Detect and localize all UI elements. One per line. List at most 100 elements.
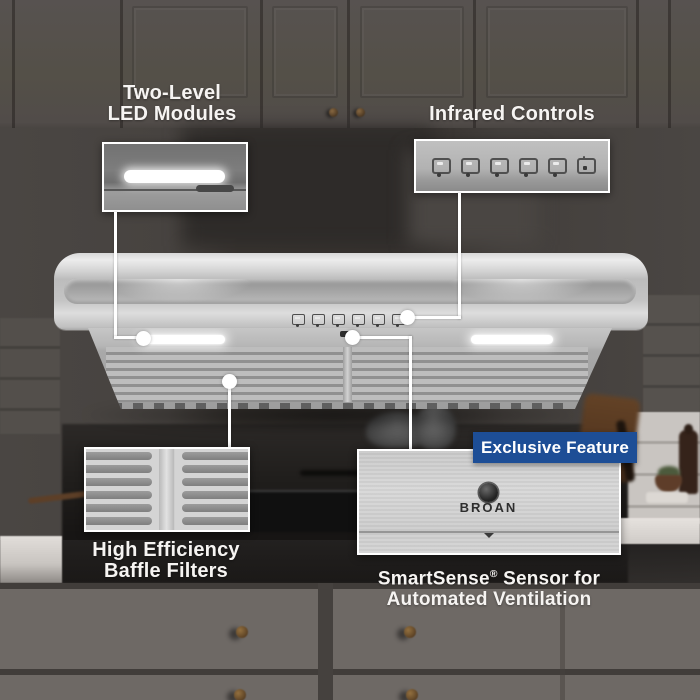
led-callout-line-v	[114, 212, 117, 338]
baffle-center-divider	[159, 449, 174, 530]
hood-sheen	[446, 279, 596, 303]
hood-sheen	[104, 279, 254, 303]
ir-button-power	[577, 156, 596, 174]
hood-recessed-band	[64, 278, 636, 304]
baffle-callout-line-v	[228, 381, 231, 447]
drawer-knob	[236, 626, 248, 638]
cabinet-stile	[668, 0, 671, 128]
vent-slits	[112, 403, 566, 409]
led-second-module	[196, 185, 234, 192]
filter-seam	[343, 347, 352, 402]
hood-control-button	[312, 314, 325, 327]
countertop-right	[612, 518, 700, 544]
ir-callout-dot	[400, 310, 415, 325]
cabinet-door-panel	[272, 6, 338, 98]
baffle-slat	[182, 517, 248, 525]
cabinet-door-panel	[360, 6, 464, 98]
baffle-slat	[86, 517, 152, 525]
ir-button-fan-high	[490, 158, 509, 177]
led-module-inset	[102, 142, 248, 212]
led-callout-dot	[136, 331, 151, 346]
hood-control-button	[372, 314, 385, 327]
ir-button-light	[548, 158, 567, 177]
smartsense-label: SmartSense® Sensor for Automated Ventila…	[355, 564, 623, 610]
range-grate	[235, 490, 367, 532]
drawer-gap	[0, 669, 700, 675]
ir-button-boost	[519, 158, 538, 177]
smartsense-sensor-icon	[479, 483, 498, 502]
pepper-mill	[679, 430, 698, 494]
baffle-slat	[182, 465, 248, 473]
registered-mark: ®	[489, 569, 498, 580]
hood-control-button	[352, 314, 365, 327]
lower-drawers	[0, 583, 700, 700]
smartsense-label-line2: Automated Ventilation	[386, 589, 592, 611]
drawer-knob	[234, 689, 246, 700]
ir-button-fan-med	[461, 158, 480, 177]
drawer-knob	[406, 689, 418, 700]
baffle-callout-dot	[222, 374, 237, 389]
pepper-mill-top	[684, 424, 693, 434]
drawer-divider	[560, 583, 565, 700]
smartsense-label-line1: SmartSense® Sensor for	[377, 568, 601, 590]
infrared-controls-inset	[414, 139, 610, 193]
panel-seam	[359, 531, 619, 533]
led-light-bar	[124, 170, 225, 183]
led-panel-seam	[104, 189, 246, 191]
range-hood-front	[54, 253, 648, 330]
baffle-slat	[86, 452, 152, 460]
seam-notch	[484, 533, 494, 538]
drawer-knob	[404, 626, 416, 638]
smartsense-callout-line-v	[409, 336, 412, 449]
baffle-slat	[86, 465, 152, 473]
drawer-divider	[318, 583, 333, 700]
baffle-slat	[182, 478, 248, 486]
baffle-filters-inset	[84, 447, 250, 532]
broan-logo: BROAN	[459, 500, 518, 515]
cabinet-door-panel	[486, 6, 628, 98]
badge-text: Exclusive Feature	[481, 437, 629, 457]
baffle-column-right	[175, 449, 248, 530]
baffle-slat	[86, 478, 152, 486]
plant-bowl	[655, 475, 682, 492]
cabinet-stile	[120, 0, 123, 128]
cabinet-knob	[329, 108, 338, 117]
baffle-label-line2: Baffle Filters	[104, 560, 228, 582]
hood-control-button	[332, 314, 345, 327]
drawer-gap	[0, 583, 700, 589]
cabinet-stile	[636, 0, 639, 128]
cabinet-stile	[473, 0, 476, 128]
smartsense-callout-dot	[345, 330, 360, 345]
upper-cabinets	[0, 0, 700, 133]
smartsense-inset: BROAN	[357, 449, 621, 555]
led-light-left	[141, 335, 225, 344]
cabinet-stile	[12, 0, 15, 128]
ir-callout-line-h	[409, 316, 461, 319]
baffle-label-line1: High Efficiency	[92, 539, 240, 561]
led-label-line2: LED Modules	[107, 103, 237, 125]
led-label-line1: Two-Level	[122, 82, 222, 104]
baffle-slat	[86, 504, 152, 512]
hood-control-button	[292, 314, 305, 327]
infrared-controls-label: Infrared Controls	[429, 103, 595, 125]
baffle-slat	[86, 491, 152, 499]
cabinet-stile	[260, 0, 263, 128]
exclusive-feature-badge: Exclusive Feature	[473, 432, 637, 463]
pan-handle	[300, 470, 378, 476]
countertop-left	[0, 536, 62, 583]
baffle-column-left	[86, 449, 159, 530]
baffle-slat	[182, 491, 248, 499]
cabinet-door-gap	[347, 0, 350, 128]
baffle-slat	[182, 504, 248, 512]
led-modules-label: Two-Level LED Modules	[77, 83, 267, 125]
backsplash-tile-left	[0, 318, 60, 434]
led-light-right	[471, 335, 553, 344]
ir-callout-line-v	[458, 193, 461, 319]
baffle-slat	[182, 452, 248, 460]
cabinet-knob	[356, 108, 365, 117]
led-callout-line-h	[114, 336, 146, 339]
counter-dish	[646, 492, 688, 503]
ir-button-fan-low	[432, 158, 451, 177]
cabinet-door-panel	[132, 6, 248, 98]
